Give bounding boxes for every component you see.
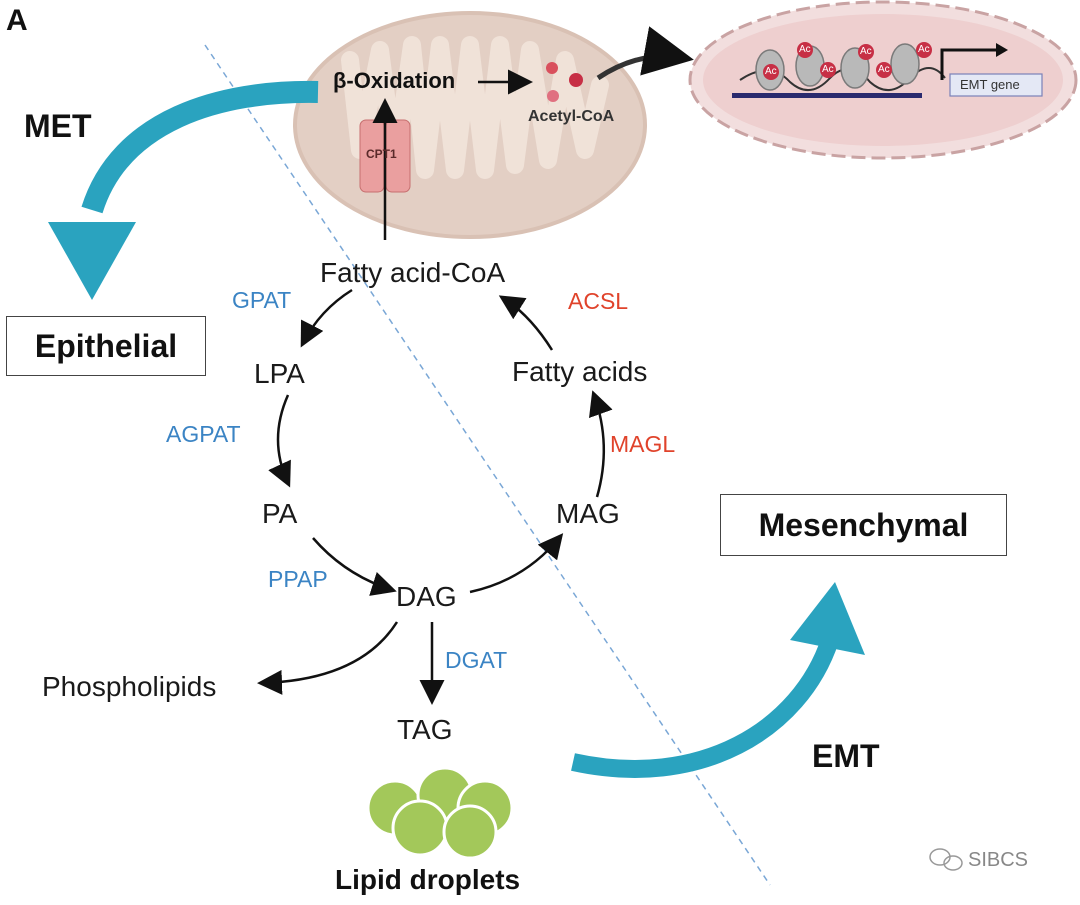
emt-label: EMT [812,738,880,774]
promoter-arrow-icon [940,48,1000,80]
emt-gene-box [949,73,1043,97]
pa-label: PA [262,498,298,529]
histone-ac-label: Ac [876,62,892,78]
emt-arrow [571,582,865,778]
mesenchymal-label: Mesenchymal [758,506,969,543]
histone-ac-label: Ac [820,62,836,78]
fatty-acids-label: Fatty acids [512,356,648,387]
epithelial-label: Epithelial [34,327,178,364]
agpat-label: AGPAT [166,421,241,447]
cpt1-label: CPT1 [366,147,397,161]
tag-label: TAG [397,714,453,745]
arrow-mag-to-fatty-acids [589,390,613,498]
dag-label: DAG [396,581,457,612]
arrow-fatty-acids-to-facoa [498,295,554,351]
histone-ac-label: Ac [858,44,874,60]
lpa-label: LPA [254,358,305,389]
arrow-facoa-to-lpa [300,288,353,348]
gpat-label: GPAT [232,287,292,313]
lipid-droplets-label: Lipid droplets [335,864,521,895]
nucleus [688,0,1078,160]
histone-ac-label: Ac [797,42,813,58]
lipid-droplets-icon [366,766,514,860]
mag-label: MAG [556,498,620,529]
ppap-label: PPAP [268,566,328,592]
magl-label: MAGL [610,431,676,457]
arrow-pa-to-dag [312,537,397,596]
histone-ac-label: Ac [763,64,779,80]
nucleosome [890,43,920,85]
watermark-label: SIBCS [968,849,1029,871]
acsl-label: ACSL [568,288,629,314]
phospholipids-label: Phospholipids [42,671,217,702]
mitochondrion [293,11,647,239]
acetyl-coa-dot [569,73,583,87]
histone-ac-label: Ac [916,42,932,58]
acetyl-coa-dot [547,90,559,102]
acetyl-coa-label: Acetyl-CoA [528,108,615,125]
arrow-dag-to-mag [469,533,564,594]
wechat-icon [929,848,963,871]
mesenchymal-box: Mesenchymal [720,494,1007,556]
arrow-lpa-to-pa [268,394,291,488]
epithelial-box: Epithelial [6,316,206,376]
met-label: MET [24,108,92,144]
beta-oxidation-label: β-Oxidation [333,68,456,93]
arrow-acetylcoa-to-nucleus [596,26,694,81]
met-arrow [48,80,319,300]
emt-gene-label: EMT gene [960,77,1020,92]
acetyl-coa-dot [546,62,558,74]
divider-dashed-line [204,44,771,886]
gene-bar [732,93,922,98]
fatty-acid-coa-label: Fatty acid-CoA [320,257,506,288]
cpt1-transporter [359,119,411,193]
dgat-label: DGAT [445,647,508,673]
panel-label: A [6,4,28,37]
arrow-dag-to-phospholipids [257,621,399,695]
